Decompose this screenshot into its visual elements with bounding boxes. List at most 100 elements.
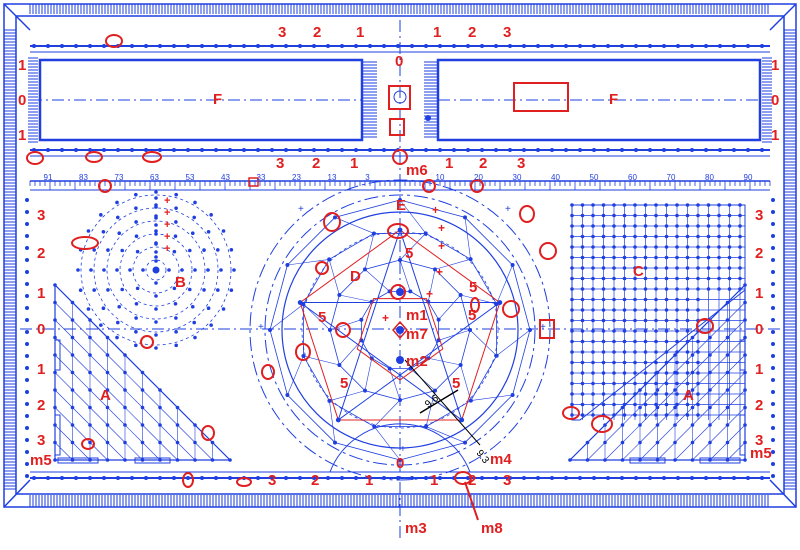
left-column-label-1: 3	[37, 207, 45, 224]
region-d-label: D	[350, 268, 361, 285]
top-row-label-6: 2	[468, 24, 476, 41]
m2-label: m2	[406, 353, 428, 370]
bottom-row-label-5: 1	[430, 472, 438, 489]
five-label-6: 5	[452, 375, 460, 392]
region-a-left-label: A	[100, 387, 111, 404]
marker-ring-5	[502, 300, 520, 318]
marker-e-top	[387, 223, 409, 239]
five-label-5: 5	[340, 375, 348, 392]
marker-m6	[392, 149, 408, 165]
diagram-linework: ++++++++++++++++	[3, 3, 797, 540]
m5-right-label: m5	[750, 445, 772, 462]
marker-scale-3	[470, 179, 484, 193]
field-label-right: F	[609, 91, 618, 108]
lower-row-label-4: 1	[445, 155, 453, 172]
marker-scale-2	[422, 179, 436, 193]
lower-row-label-5: 2	[479, 155, 487, 172]
scale-tick-right: 50	[590, 173, 599, 182]
marker-bottom-2	[236, 477, 252, 487]
bottom-row-label-4: 0	[396, 455, 404, 472]
marker-scale-1	[98, 179, 112, 193]
region-b-label: B	[175, 274, 186, 291]
left-column-label-6: 2	[37, 397, 45, 414]
scale-tick-right: 60	[628, 173, 637, 182]
svg-text:+: +	[540, 322, 546, 333]
right-column-label-5: 1	[755, 361, 763, 378]
marker-m1	[390, 284, 406, 300]
dimension-label-1: 9.6	[423, 393, 441, 410]
scale-tick-right: 70	[667, 173, 676, 182]
lower-row-label-1: 3	[276, 155, 284, 172]
marker-ring-2	[335, 322, 351, 338]
svg-text:+: +	[164, 207, 170, 219]
svg-text:+: +	[438, 239, 445, 253]
marker-left-field	[26, 151, 44, 165]
marker-e-left	[323, 212, 341, 232]
region-a-right-label: A	[683, 387, 694, 404]
five-label-3: 5	[318, 309, 326, 326]
svg-text:+: +	[432, 203, 439, 217]
svg-text:+: +	[164, 231, 170, 243]
marker-field-lower-2	[142, 151, 162, 163]
five-label-2: 5	[469, 279, 477, 296]
left-column-label-3: 1	[37, 285, 45, 302]
m1-label: m1	[406, 307, 428, 324]
top-row-label-4: 0	[395, 53, 403, 70]
side-right-label-3: 1	[771, 127, 779, 144]
right-column-label-3: 1	[755, 285, 763, 302]
svg-text:+: +	[164, 219, 170, 231]
scale-tick-left: 91	[44, 173, 53, 182]
svg-text:+: +	[426, 287, 433, 301]
marker-right-2	[539, 242, 557, 260]
top-row-label-3: 1	[356, 24, 364, 41]
scale-tick-right: 80	[705, 173, 714, 182]
svg-text:+: +	[164, 243, 170, 255]
left-column-label-7: 3	[37, 432, 45, 449]
side-left-label-3: 1	[18, 127, 26, 144]
marker-b-left	[71, 236, 99, 250]
scale-tick-right: 20	[474, 173, 483, 182]
scale-tick-left: 83	[79, 173, 88, 182]
dimension-label-2: 9.3	[474, 448, 491, 466]
marker-ring-4	[261, 364, 275, 380]
side-left-label-1: 1	[18, 57, 26, 74]
marker-a-left-right	[201, 425, 215, 441]
marker-bottom-1	[182, 472, 194, 488]
scale-tick-right: 40	[551, 173, 560, 182]
top-row-label-5: 1	[433, 24, 441, 41]
right-column-label-7: 3	[755, 432, 763, 449]
right-column-label-2: 2	[755, 245, 763, 262]
region-c-label: C	[633, 263, 644, 280]
marker-rect-right	[513, 82, 569, 112]
m7-label: m7	[406, 326, 428, 343]
scale-tick-left: 73	[115, 173, 124, 182]
top-row-label-2: 2	[313, 24, 321, 41]
side-right-label-1: 1	[771, 57, 779, 74]
marker-top-left	[105, 34, 123, 48]
side-left-label-2: 0	[18, 92, 26, 109]
right-column-label-4: 0	[755, 321, 763, 338]
left-column-label-5: 1	[37, 361, 45, 378]
marker-m8	[454, 471, 472, 485]
bottom-row-label-2: 2	[311, 472, 319, 489]
bottom-row-label-6: 2	[468, 472, 476, 489]
field-label-left: F	[213, 91, 222, 108]
m6-label: m6	[406, 162, 428, 179]
svg-text:+: +	[164, 195, 170, 207]
scale-tick-right: 90	[744, 173, 753, 182]
marker-square-2	[389, 118, 405, 136]
scale-tick-right: 10	[436, 173, 445, 182]
side-right-label-2: 0	[771, 92, 779, 109]
scale-tick-left: 33	[257, 173, 266, 182]
right-column-label-1: 3	[755, 207, 763, 224]
marker-b-bottom	[140, 335, 154, 349]
marker-a-right-top	[696, 318, 714, 334]
marker-a-right-left	[591, 415, 613, 433]
scale-tick-right: 30	[513, 173, 522, 182]
marker-ring-1	[315, 261, 329, 275]
scale-tick-left: 63	[150, 173, 159, 182]
svg-text:+: +	[505, 204, 511, 215]
